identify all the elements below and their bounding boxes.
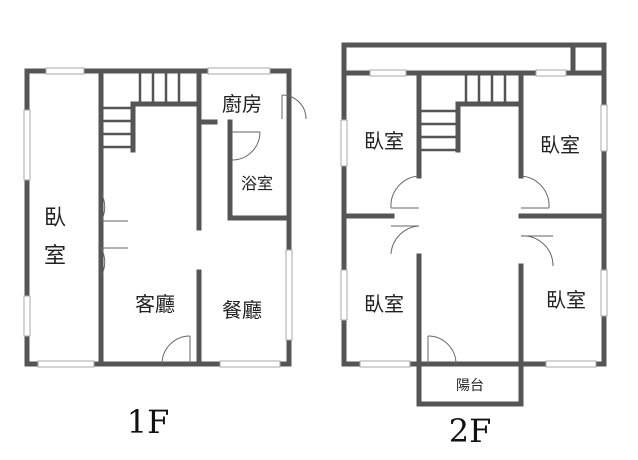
room-label-bedroom-sw: 臥室 (364, 292, 404, 316)
room-label-bedroom-ne: 臥室 (540, 133, 580, 157)
floor-2f-stairs (419, 73, 507, 152)
room-label-living: 客廳 (135, 292, 175, 316)
room-label-bedroom-char2: 室 (44, 244, 66, 269)
floor-1f-windows (23, 67, 293, 368)
room-label-bedroom-se: 臥室 (546, 288, 586, 312)
floor-1f-stairs (101, 71, 181, 149)
floor-label-1f: 1F (127, 403, 170, 441)
room-label-bathroom: 浴室 (241, 174, 273, 193)
floor-1f-plan: 廚房 客廳 餐廳 臥 室 浴室 1F (23, 67, 307, 441)
floor-1f-doors (100, 94, 307, 365)
room-label-bedroom-char1: 臥 (44, 206, 66, 231)
room-label-kitchen: 廚房 (222, 92, 262, 116)
room-label-balcony: 陽台 (456, 378, 484, 394)
room-label-dining: 餐廳 (222, 298, 262, 322)
floor-2f-doors (390, 175, 554, 365)
floor-2f-plan: 臥室 臥室 臥室 臥室 陽台 2F (340, 42, 608, 450)
floor-label-2f: 2F (449, 412, 492, 450)
room-label-bedroom-nw: 臥室 (364, 129, 404, 153)
floor-2f-walls (341, 42, 607, 407)
floor-2f-windows (340, 69, 608, 368)
